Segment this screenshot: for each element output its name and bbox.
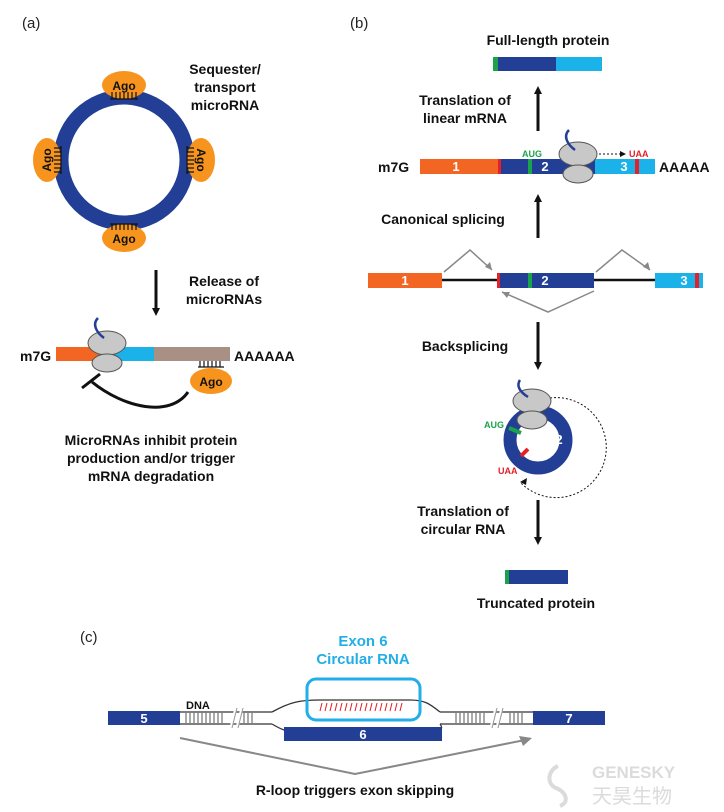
- effect-text-3: mRNA degradation: [88, 468, 214, 484]
- uaa-label-circ: UAA: [498, 466, 518, 476]
- linear-exon-1-label: 1: [452, 159, 459, 174]
- linear-exon-3-label: 3: [620, 159, 627, 174]
- circ-rna-box: [305, 677, 422, 722]
- full-length-protein-bar: [493, 57, 602, 71]
- truncated-protein-label: Truncated protein: [477, 595, 595, 611]
- polya-label-b: AAAAA: [659, 159, 710, 175]
- ago-label-mrna: Ago: [199, 375, 222, 389]
- ribosome-a: [87, 317, 127, 373]
- pre-exon-2-label: 2: [541, 273, 548, 288]
- ribosome-circ: [512, 379, 552, 430]
- release-text-1: Release of: [189, 273, 259, 289]
- circular-rna-sponge: Ago Ago Ago: [33, 71, 215, 252]
- translation-circular-text-1: Translation of: [417, 503, 509, 519]
- sequester-text-3: microRNA: [191, 97, 259, 113]
- aug-label-linear: AUG: [522, 149, 542, 159]
- aug-label-circ: AUG: [484, 420, 504, 430]
- pre-mrna: 1 2 3: [368, 249, 703, 313]
- sequester-text-2: transport: [194, 79, 256, 95]
- exon-5-label: 5: [140, 711, 147, 726]
- ago-protein-top: Ago: [102, 71, 146, 100]
- polya-label-a: AAAAAA: [234, 348, 295, 364]
- linear-mrna: m7G 1 2 3 AAAAA AUG UAA: [378, 129, 710, 184]
- release-text-2: microRNAs: [186, 291, 262, 307]
- circ-title-1: Exon 6: [338, 633, 387, 650]
- inhibition-bar: [81, 372, 101, 390]
- translation-circular-text-2: circular RNA: [421, 521, 506, 537]
- ribosome-linear: [558, 129, 598, 184]
- ago-protein-left: Ago: [33, 138, 62, 182]
- backsplicing-label: Backsplicing: [422, 338, 508, 354]
- full-length-protein-label: Full-length protein: [487, 32, 610, 48]
- exon-skip-arrow: [179, 737, 526, 776]
- watermark-latin: GENESKY: [592, 763, 676, 782]
- truncated-protein-bar: [505, 570, 568, 584]
- mrna-panel-a: m7G AAAAAA Ago: [20, 317, 295, 409]
- ago-label-top: Ago: [112, 79, 135, 93]
- cap-label-b: m7G: [378, 159, 409, 175]
- canonical-splicing-label: Canonical splicing: [381, 211, 505, 227]
- ago-label-left: Ago: [40, 148, 54, 171]
- exon-skip-arrowhead: [519, 736, 532, 746]
- ago-protein-right: Ago: [186, 138, 215, 182]
- panel-b-label: (b): [350, 15, 368, 32]
- ago-label-bottom: Ago: [112, 232, 135, 246]
- circular-rna-translation: 2 AUG UAA: [484, 379, 607, 499]
- effect-text-2: production and/or trigger: [67, 450, 236, 466]
- exon-6-label: 6: [359, 727, 366, 742]
- inhibition-arc: [91, 380, 190, 409]
- sequester-text-1: Sequester/: [189, 61, 261, 77]
- ago-label-right: Ago: [194, 148, 208, 171]
- effect-text-1: MicroRNAs inhibit protein: [65, 432, 238, 448]
- r-loop-dna: 5 7 6: [108, 677, 605, 742]
- genesky-watermark: GENESKY 天昊生物: [547, 763, 676, 808]
- panel-c-label: (c): [80, 629, 98, 646]
- translation-linear-text-2: linear mRNA: [423, 110, 507, 126]
- panel-a-label: (a): [22, 15, 40, 32]
- uaa-label-linear: UAA: [629, 149, 649, 159]
- translation-linear-text-1: Translation of: [419, 92, 511, 108]
- linear-exon-2-label: 2: [541, 159, 548, 174]
- r-loop-label: R-loop triggers exon skipping: [256, 782, 454, 798]
- circ-title-2: Circular RNA: [316, 651, 410, 668]
- dna-label: DNA: [186, 700, 210, 712]
- genesky-logo-icon: [547, 764, 568, 808]
- circ-exon-2-label: 2: [555, 432, 562, 447]
- ago-protein-bottom: Ago: [102, 223, 146, 252]
- ago-protein-mrna: Ago: [190, 361, 232, 394]
- cap-label-a: m7G: [20, 348, 51, 364]
- pre-exon-1-label: 1: [401, 273, 408, 288]
- exon-7-label: 7: [565, 711, 572, 726]
- pre-exon-3-label: 3: [680, 273, 687, 288]
- watermark-cjk: 天昊生物: [592, 784, 672, 808]
